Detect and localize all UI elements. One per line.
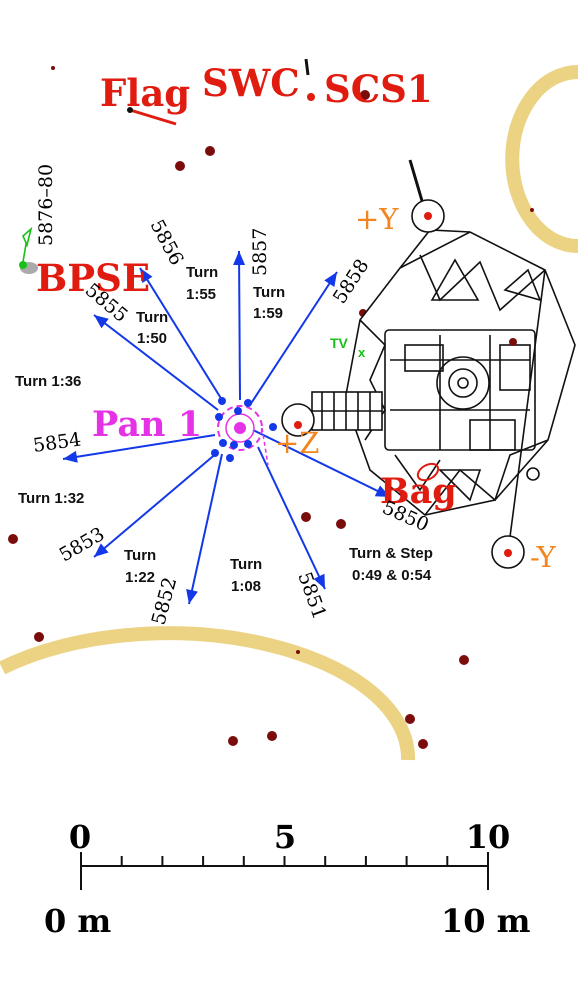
turn-1-59-line2: 1:59: [253, 305, 283, 322]
scale-right-label: 10 m: [441, 902, 531, 940]
turn-1-32: Turn 1:32: [18, 490, 84, 507]
scale-ticks: [80, 852, 489, 890]
frame-label-5857: 5857: [249, 228, 271, 276]
turn-step-line2: 0:49 & 0:54: [352, 567, 432, 584]
arrow-5854-line: [62, 434, 216, 460]
scale-tick-label-5: 5: [274, 818, 296, 856]
frame-label-5853: 5853: [56, 523, 109, 566]
pan-station: [217, 405, 269, 466]
scale-left-label: 0 m: [44, 902, 111, 940]
scs1-label: SCS1: [324, 67, 433, 111]
arrow-5852-line: [188, 453, 223, 605]
crater-rims: [0, 65, 578, 761]
frame-label-5858: 5858: [329, 255, 374, 308]
frame-label-5876-80: 5876–80: [35, 164, 57, 246]
flag-label: Flag: [100, 71, 190, 115]
lunar-module: [281, 159, 576, 569]
plus-y-label: +Y: [355, 202, 399, 236]
turn-1-22-line1: Turn: [124, 547, 156, 564]
turn-step-line1: Turn & Step: [349, 545, 433, 562]
arrow-5856-line: [139, 267, 223, 401]
crater-rim-right: [505, 65, 578, 253]
arrow-5855-line: [93, 314, 219, 411]
arrow-5854-head: [63, 450, 78, 463]
arrow-5850-line: [252, 429, 391, 498]
turn-1-59-line1: Turn: [253, 284, 285, 301]
arrow-5857-line: [238, 250, 241, 401]
flag-shadow: [129, 108, 177, 126]
bag-label: Bag: [380, 471, 457, 512]
swc-label: SWC: [202, 61, 300, 105]
turn-1-08-line1: Turn: [230, 556, 262, 573]
turn-1-36: Turn 1:36: [15, 373, 81, 390]
camera-positions: [211, 397, 277, 462]
scale-tick-label-0: 0: [69, 818, 91, 856]
minus-y-label: -Y: [530, 540, 557, 574]
arrow-5851-line: [257, 446, 326, 590]
arrow-5852-head: [186, 589, 198, 604]
turn-1-50-line2: 1:50: [137, 330, 167, 347]
swc-shadow: [304, 58, 310, 76]
plus-z-label: +Z: [275, 426, 319, 460]
arrow-5853-line: [93, 451, 219, 558]
arrow-5858-head: [324, 272, 337, 288]
arrow-5851-head: [313, 573, 325, 589]
scale-bar: 0 5 10 0 m 10 m: [44, 818, 531, 940]
scale-tick-label-10: 10: [466, 818, 511, 856]
tv-marker: x: [358, 345, 366, 360]
crater-rim-bottom: [0, 626, 416, 761]
frame-label-5856: 5856: [146, 216, 188, 269]
arrow-5850-head: [374, 485, 390, 497]
turn-1-50-line1: Turn: [136, 309, 168, 326]
frame-label-5851: 5851: [293, 569, 330, 622]
arrow-5853-head: [94, 543, 109, 557]
arrow-5857-head: [233, 251, 246, 266]
bpse-label: BPSE: [36, 256, 150, 300]
arrow-5855-head: [94, 315, 109, 329]
pan-1-label: Pan 1: [92, 404, 202, 445]
turn-1-55-line2: 1:55: [186, 286, 216, 303]
turn-1-22-line2: 1:22: [125, 569, 155, 586]
bag-outline: [416, 462, 440, 482]
arrow-5856-head: [140, 268, 153, 284]
frame-arrows: [62, 250, 391, 605]
arrow-5858-line: [249, 271, 338, 406]
turn-labels: Turn 1:59 Turn 1:55 Turn 1:50 Turn 1:36 …: [15, 264, 433, 595]
turn-1-55-line1: Turn: [186, 264, 218, 281]
turn-1-08-line2: 1:08: [231, 578, 261, 595]
tv-label: TV: [330, 335, 349, 351]
